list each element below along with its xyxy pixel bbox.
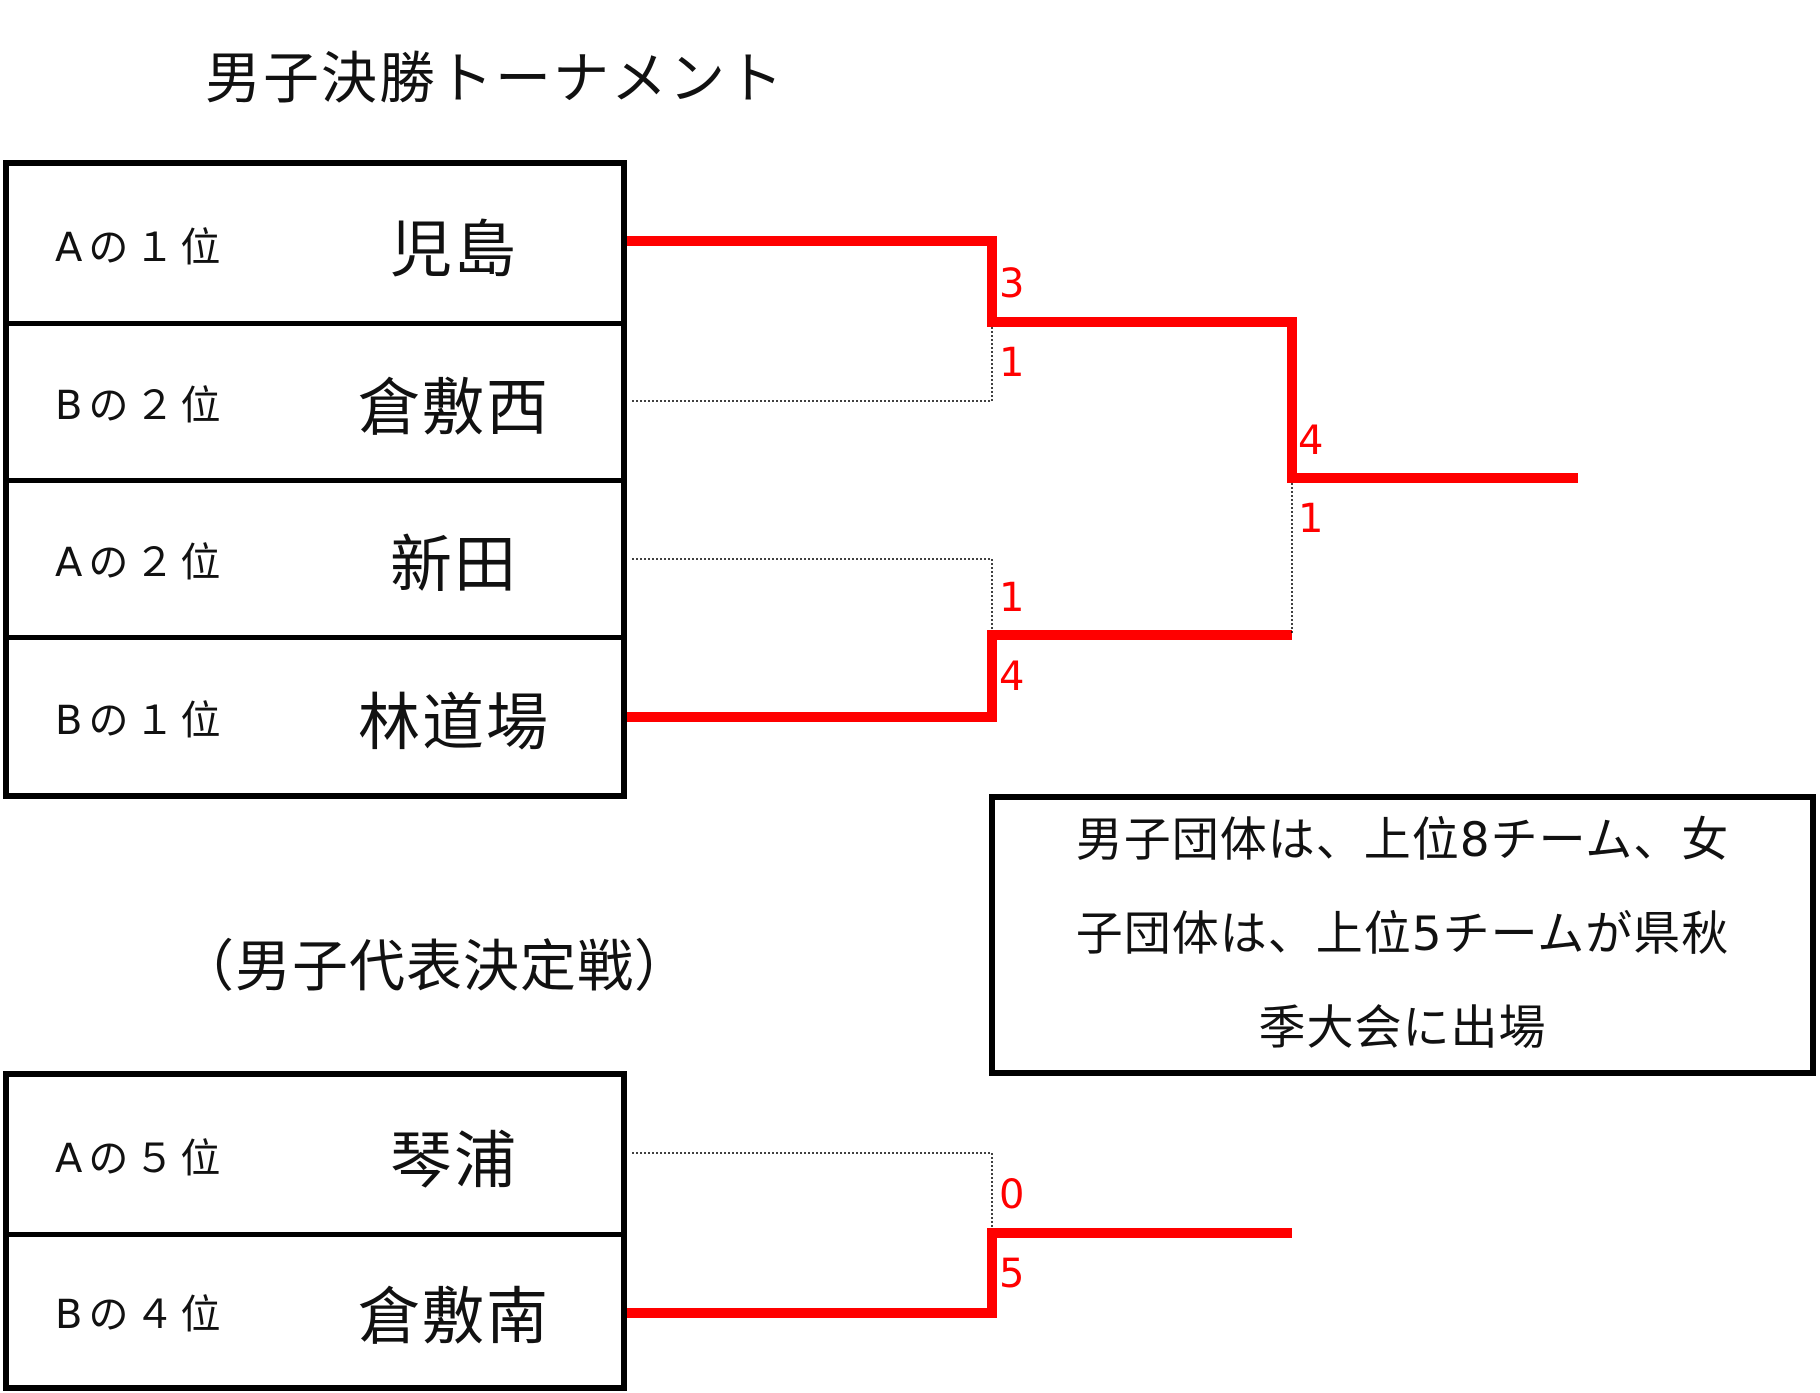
final-team-table: Aの１位 児島 Bの２位 倉敷西 Aの２位 新田 Bの１位 林道場	[3, 160, 627, 799]
team-row: Aの１位 児島	[9, 166, 621, 326]
winner-line	[627, 1228, 1292, 1318]
team-row: Bの２位 倉敷西	[9, 326, 621, 483]
team-seed: Aの１位	[55, 224, 227, 271]
score-label: 0	[999, 1172, 1024, 1218]
team-name: 倉敷南	[357, 1280, 550, 1353]
score-label: 1	[1298, 496, 1323, 542]
note-line: 季大会に出場	[1258, 1001, 1547, 1056]
tournament-title: 男子決勝トーナメント	[205, 47, 785, 112]
score-label: 3	[999, 261, 1024, 307]
team-seed: Aの２位	[55, 540, 227, 586]
winner-line	[627, 630, 1292, 722]
score-label: 5	[999, 1251, 1024, 1297]
team-row: Bの４位 倉敷南	[9, 1237, 621, 1385]
team-seed: Aの５位	[55, 1135, 227, 1182]
note-line: 子団体は、上位5チームが県秋	[1075, 907, 1730, 962]
note-line: 男子団体は、上位8チーム、女	[1075, 813, 1730, 868]
team-row: Aの５位 琴浦	[9, 1077, 621, 1237]
score-label: 4	[999, 654, 1024, 700]
loser-line	[632, 327, 993, 402]
score-label: 1	[999, 340, 1024, 386]
team-name: 林道場	[357, 685, 550, 759]
team-seed: Bの２位	[55, 383, 227, 429]
playoff-team-table: Aの５位 琴浦 Bの４位 倉敷南	[3, 1071, 627, 1391]
team-seed: Bの１位	[55, 697, 227, 744]
winner-line	[1287, 317, 1578, 483]
winner-line	[627, 236, 1292, 327]
team-name: 倉敷西	[357, 371, 550, 444]
qualification-note: 男子団体は、上位8チーム、女 子団体は、上位5チームが県秋 季大会に出場	[989, 794, 1816, 1076]
team-row: Bの１位 林道場	[9, 640, 621, 793]
loser-line	[632, 1152, 993, 1228]
team-seed: Bの４位	[55, 1292, 227, 1338]
score-label: 4	[1298, 418, 1323, 464]
loser-line	[632, 558, 993, 630]
score-label: 1	[999, 575, 1024, 621]
team-name: 児島	[389, 212, 518, 286]
team-name: 琴浦	[389, 1123, 518, 1197]
team-row: Aの２位 新田	[9, 483, 621, 640]
playoff-title: （男子代表決定戦）	[178, 935, 691, 1000]
team-name: 新田	[389, 528, 518, 601]
